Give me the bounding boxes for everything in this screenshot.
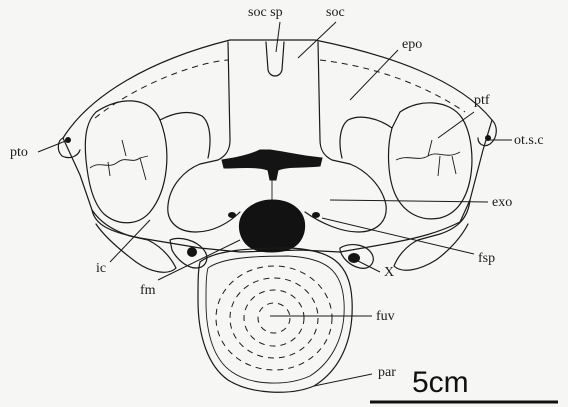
- exoccipital-suture-dark: [222, 150, 322, 180]
- label-ptf: ptf: [474, 93, 490, 108]
- right-inner-arch: [340, 117, 392, 158]
- vertebral-centrum-inner: [206, 256, 344, 383]
- right-exoccipital-outline: [305, 164, 386, 232]
- upper-suture-dashed: [95, 60, 465, 118]
- label-fsp: fsp: [478, 251, 495, 266]
- left-posttemporal-outline: [85, 101, 167, 223]
- supraoccipital-bone: [200, 42, 350, 164]
- label-ot-s-c: ot.s.c: [514, 133, 544, 148]
- right-paroccipital-process: [478, 120, 496, 146]
- label-x: X: [384, 265, 394, 280]
- vertebral-centrum-outline: [198, 248, 352, 392]
- label-epo: epo: [402, 37, 422, 52]
- label-fuv: fuv: [376, 309, 395, 324]
- right-small-foramen: [312, 212, 320, 218]
- left-exoccipital-outline: [168, 164, 240, 232]
- supraoccipital-spine: [266, 42, 284, 76]
- left-posttemporal-cracks: [90, 140, 148, 180]
- label-pto: pto: [10, 145, 28, 160]
- right-posttemporal-cracks: [396, 140, 460, 176]
- label-soc-sp: soc sp: [248, 5, 283, 20]
- left-small-foramen: [228, 212, 236, 218]
- label-soc: soc: [326, 5, 345, 20]
- label-fm: fm: [140, 283, 156, 298]
- label-exo: exo: [492, 195, 512, 210]
- growth-rings: [216, 266, 332, 370]
- label-ic: ic: [96, 261, 106, 276]
- left-foramen-dot: [187, 247, 197, 257]
- foramen-magnum: [239, 200, 304, 252]
- right-lower-lobe: [394, 200, 470, 270]
- scale-bar-label: 5cm: [412, 366, 469, 399]
- label-par: par: [378, 365, 396, 380]
- left-inner-arch: [160, 113, 210, 158]
